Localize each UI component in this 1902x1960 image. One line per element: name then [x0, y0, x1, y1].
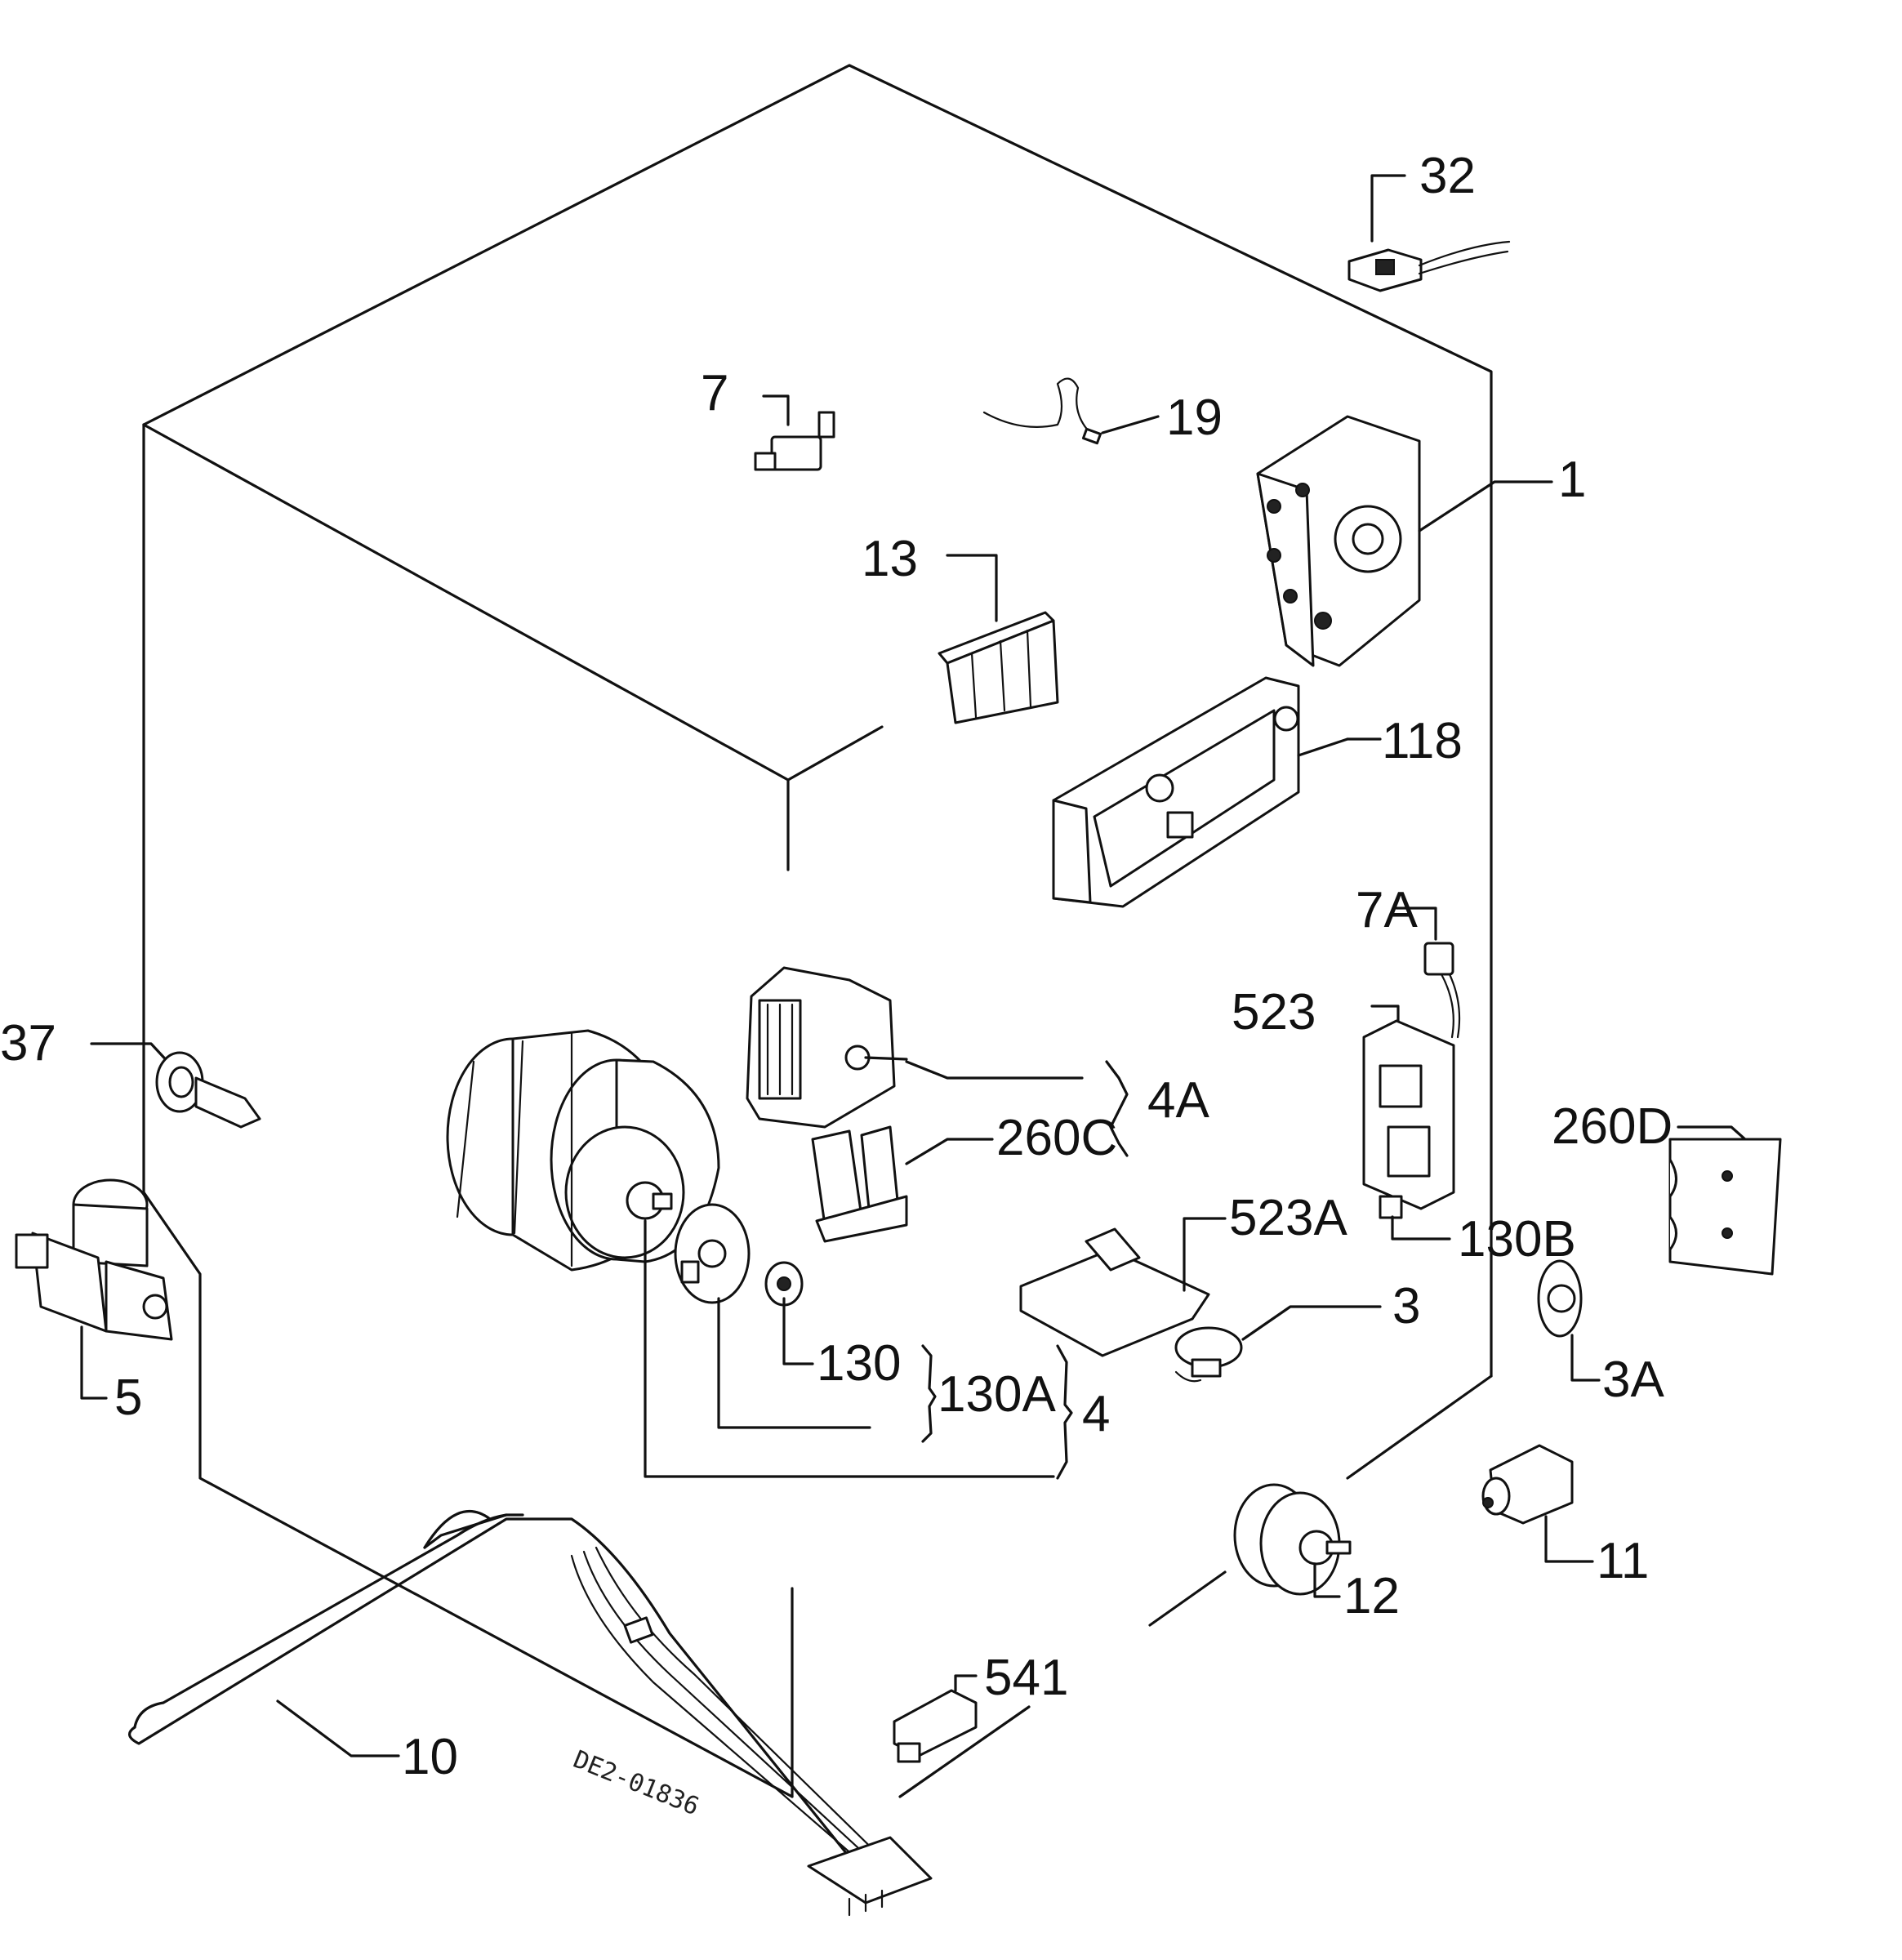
part-523a-plate [1019, 1217, 1227, 1357]
label-523a: 523A [1229, 1190, 1347, 1246]
part-13-terminal-block [938, 554, 1059, 724]
part-7a-sensor [1395, 906, 1461, 1039]
part-5-valve [15, 1178, 173, 1400]
label-130b: 130B [1458, 1211, 1576, 1267]
label-523: 523 [1232, 984, 1316, 1040]
part-12-pressure-switch [1233, 1483, 1352, 1598]
part-130b-clip [1379, 1195, 1451, 1241]
part-523-bracket [1362, 1004, 1455, 1210]
label-4a: 4A [1147, 1072, 1209, 1129]
label-11: 11 [1597, 1533, 1649, 1589]
label-118: 118 [1382, 713, 1463, 769]
label-10: 10 [402, 1729, 458, 1785]
label-13: 13 [862, 531, 918, 587]
label-7a: 7A [1356, 882, 1418, 938]
label-3: 3 [1392, 1278, 1420, 1334]
part-130-group [644, 1203, 1073, 1480]
label-130: 130 [817, 1335, 901, 1392]
part-4-motor [446, 1029, 720, 1272]
label-541: 541 [984, 1650, 1068, 1706]
label-7: 7 [701, 365, 728, 421]
part-3-thermostat [1174, 1305, 1382, 1383]
label-3a: 3A [1602, 1352, 1664, 1408]
part-10-heater [128, 1510, 933, 1917]
cabinet-outline [142, 64, 1493, 1798]
part-541-filter [893, 1674, 978, 1763]
label-260c: 260C [996, 1110, 1117, 1166]
label-12: 12 [1343, 1568, 1400, 1624]
part-11-capacitor [1481, 1444, 1594, 1563]
label-1: 1 [1558, 452, 1586, 508]
label-37: 37 [0, 1015, 56, 1071]
label-32: 32 [1419, 148, 1476, 204]
part-1-programmer [1256, 415, 1553, 667]
part-260d-bracket [1668, 1125, 1782, 1276]
label-260d: 260D [1552, 1098, 1673, 1155]
part-118-dispenser [1052, 676, 1382, 908]
label-5: 5 [114, 1370, 142, 1426]
label-130a: 130A [938, 1366, 1056, 1423]
part-19-wire [982, 377, 1160, 445]
part-260c-bracket [811, 1125, 994, 1243]
part-3a-thermostat [1537, 1259, 1601, 1382]
drawing-code: DE2-01836 [569, 1745, 703, 1821]
label-4: 4 [1082, 1386, 1110, 1442]
part-4a-pump [746, 966, 1129, 1157]
part-37-lamp [90, 1042, 261, 1129]
label-19: 19 [1166, 390, 1223, 446]
part-7-switch [754, 394, 835, 471]
part-32-connector [1347, 174, 1511, 292]
